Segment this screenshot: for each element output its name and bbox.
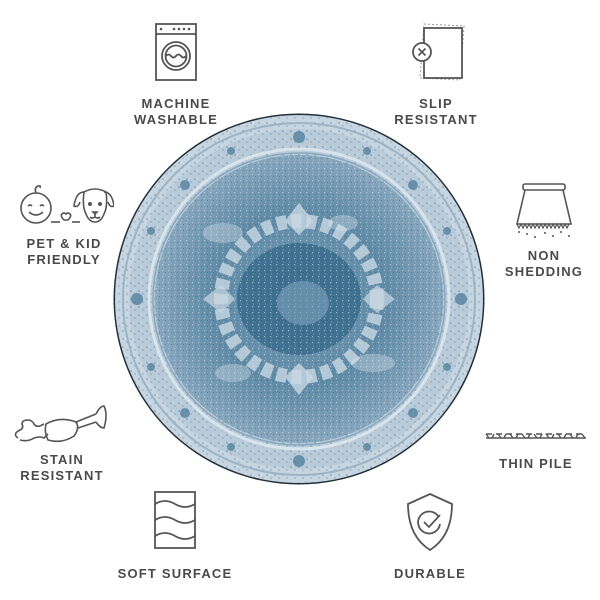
spilled-wine-glass-icon	[14, 405, 107, 443]
feature-non-shedding: NON SHEDDING	[494, 180, 594, 280]
feature-label: SOFT SURFACE	[117, 566, 233, 581]
feature-thin-pile: THIN PILE	[480, 430, 592, 472]
rug-fringe-icon	[515, 183, 573, 238]
feature-label: DURABLE	[394, 566, 466, 581]
feature-durable: DURABLE	[372, 492, 488, 582]
soft-waves-icon	[154, 491, 196, 549]
feature-stain-resistant: STAIN RESISTANT	[4, 400, 120, 484]
baby-and-dog-icon	[20, 184, 114, 224]
feature-label: THIN PILE	[499, 456, 573, 471]
slip-pad-icon	[412, 23, 465, 81]
feature-slip-resistant: SLIP RESISTANT	[378, 18, 494, 128]
feature-pet-kid-friendly: PET & KID FRIENDLY	[6, 180, 122, 268]
feature-machine-washable: MACHINE WASHABLE	[118, 22, 234, 128]
feature-label: STAIN RESISTANT	[20, 452, 104, 483]
feature-label: MACHINE WASHABLE	[134, 96, 218, 127]
feature-label: SLIP RESISTANT	[394, 96, 478, 127]
washing-machine-icon	[155, 23, 197, 81]
feature-soft-surface: SOFT SURFACE	[110, 490, 240, 582]
feature-label: PET & KID FRIENDLY	[26, 236, 102, 267]
shield-check-icon	[407, 493, 453, 552]
feature-label: NON SHEDDING	[504, 248, 584, 279]
thin-pile-icon	[485, 433, 586, 439]
round-rug-image	[113, 113, 485, 485]
